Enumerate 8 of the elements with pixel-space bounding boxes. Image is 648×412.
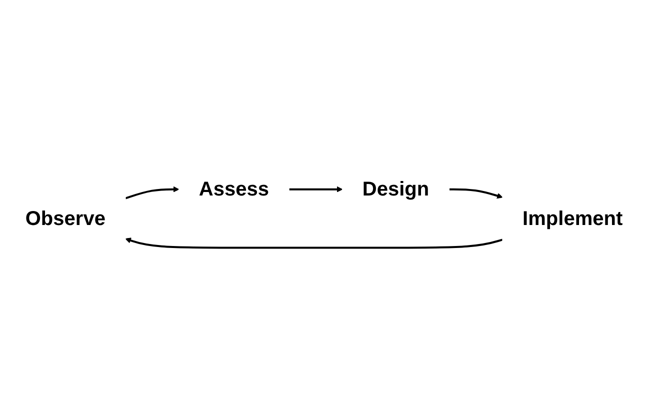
node-text: Design xyxy=(362,178,430,200)
node-text: Observe xyxy=(25,208,106,230)
arrow xyxy=(125,186,180,200)
node-text: Assess xyxy=(198,178,269,200)
arrow xyxy=(289,186,343,192)
arrow xyxy=(125,238,503,249)
node-text: Implement xyxy=(522,208,623,230)
arrow xyxy=(449,188,503,199)
